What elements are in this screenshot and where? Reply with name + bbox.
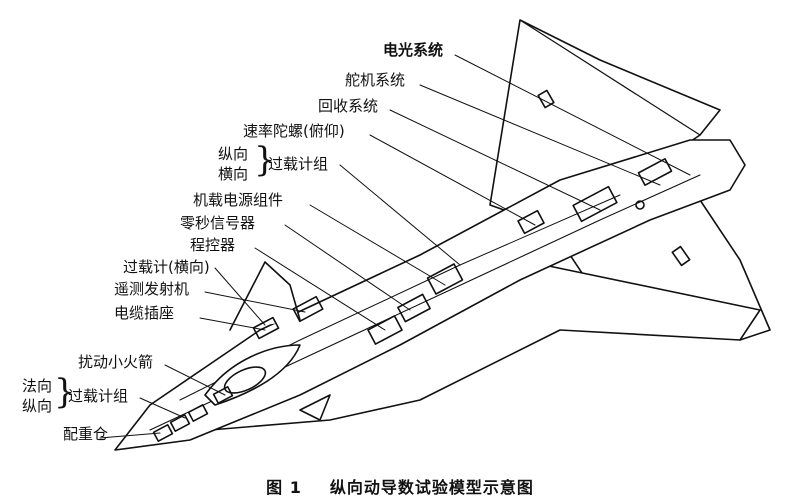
leader-accel-group-upper [339,164,461,266]
label-ballast: 配重仓 [63,425,109,443]
label-electro-optical-system: 电光系统 [383,41,444,59]
leader-signal [284,224,411,311]
label-normal: 法向 [22,377,53,395]
figure-caption: 图 1 纵向动导数试验模型示意图 [0,474,800,498]
figure-number: 图 1 [266,478,302,497]
servo-box [637,157,673,187]
label-disturb-rocket: 扰动小火箭 [78,353,154,371]
leader-programmer [254,247,386,331]
label-zero-second-signal: 零秒信号器 [180,214,256,232]
leader-accel-lateral [214,267,266,326]
wing-hinge-mark [671,245,691,267]
power-box [426,263,464,295]
figure-title: 纵向动导数试验模型示意图 [329,478,534,497]
label-telemetry-transmitter: 遥测发射机 [114,280,190,298]
accel-box-2 [187,404,209,422]
label-longitudinal-2: 纵向 [22,397,53,415]
tx-box [292,295,324,323]
label-programmer: 程控器 [190,236,236,254]
tail-hinge-mark [537,89,555,109]
leader-socket [199,317,266,331]
front-fin [229,261,301,331]
label-rate-gyro: 速率陀螺(俯仰) [243,122,345,140]
leader-ballast [99,432,161,439]
brace-upper: } [254,140,276,180]
signal-box [397,293,431,323]
leader-telemetry [204,291,306,313]
label-servo-system: 舵机系统 [345,71,406,89]
recovery-box [572,185,618,223]
tail-hinge-line [519,19,701,136]
gyro-box [517,209,545,235]
leader-lines [99,54,691,439]
programmer-box [367,315,403,345]
label-recovery-system: 回收系统 [318,97,379,115]
label-accel-group-upper: 过载计组 [268,155,329,173]
brace-lower: } [54,372,76,412]
tail-joint [635,200,645,210]
label-cable-socket: 电缆插座 [114,304,175,322]
ballast-box [152,424,174,442]
leader-electro-optical [454,54,691,176]
leader-gyro [369,134,536,226]
leader-servo [419,84,661,186]
label-power-unit: 机载电源组件 [193,191,284,209]
label-accel-group-lower: 过载计组 [68,387,129,405]
leader-power [309,204,446,286]
accel-box-1 [169,414,191,432]
ventral-fin [299,394,331,421]
label-longitudinal: 纵向 [218,145,249,163]
leader-recovery [389,109,601,211]
leader-accel-group-lower [139,397,186,419]
label-accel-lateral: 过载计(横向) [123,258,210,276]
canopy-window [223,366,267,394]
leader-rocket [164,364,226,396]
rocket-box [212,386,234,404]
label-lateral: 横向 [218,165,249,183]
